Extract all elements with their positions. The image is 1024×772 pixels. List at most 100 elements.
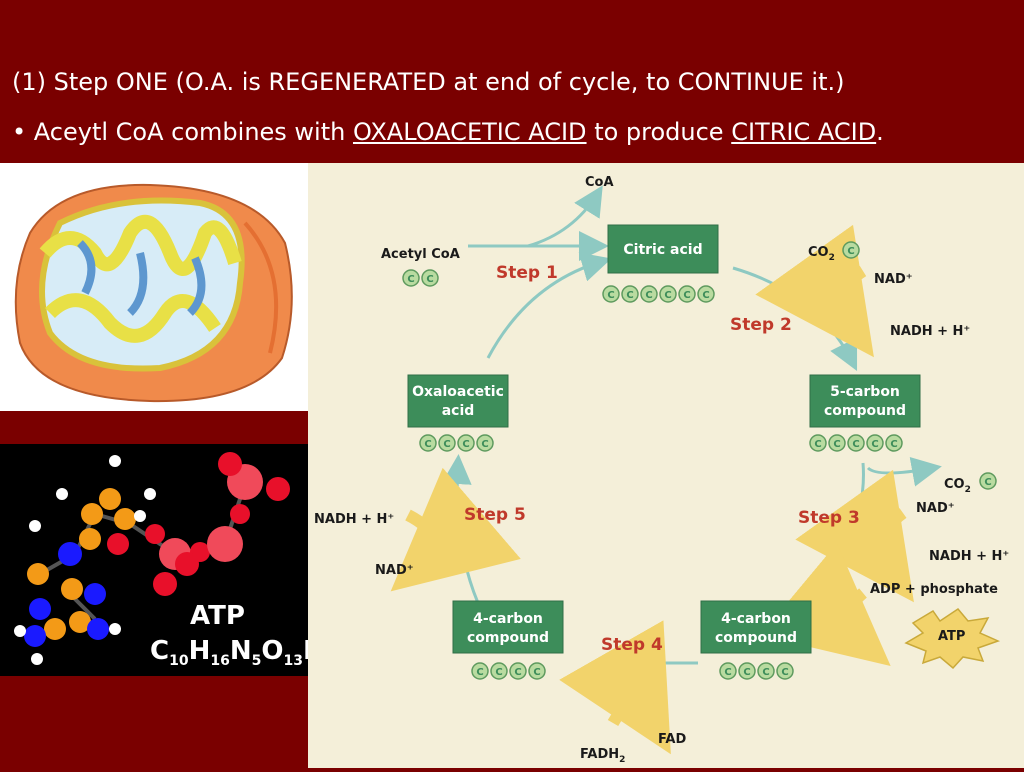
carbon-label: C (495, 667, 502, 678)
carbon-label: C (762, 667, 769, 678)
four-carbon-box-right (700, 600, 812, 654)
oxaloacetic-acid-box (407, 374, 509, 428)
mitochondrion-icon (14, 183, 293, 403)
carbon-atom (847, 434, 865, 452)
bullet-text-end: . (876, 118, 884, 146)
mitochondrion-image (0, 163, 308, 411)
five-carbon-box (809, 374, 921, 428)
atp-formula: C10H16N5O13P3 (150, 636, 308, 669)
five-carbon-label-1: 5-carbon (830, 384, 900, 400)
carbon-label: C (645, 290, 652, 301)
four-carbon-left-label-1: 4-carbon (473, 611, 543, 627)
carbon-label: C (702, 290, 709, 301)
carbon-atom (697, 285, 715, 303)
carbon-label: C (890, 439, 897, 450)
atp-label: ATP (190, 601, 245, 631)
carbon-atom (402, 269, 420, 287)
carbon-label: C (814, 439, 821, 450)
carbon-atom (979, 472, 997, 490)
carbon-label: C (626, 290, 633, 301)
co2-label-right: CO2 (944, 477, 971, 495)
co2-label-top: CO2 (808, 245, 835, 263)
citric-acid-box (607, 224, 719, 274)
carbon-label: C (607, 290, 614, 301)
step-2-label: Step 2 (730, 315, 792, 335)
acetyl-coa-label: Acetyl CoA (381, 247, 460, 262)
carbon-atom (842, 241, 860, 259)
oxaloacetic-label-2: acid (442, 403, 475, 419)
four-carbon-left-label-2: compound (467, 630, 549, 646)
carbon-label: C (424, 439, 431, 450)
carbon-atom (678, 285, 696, 303)
bullet-text-mid: to produce (594, 118, 724, 146)
oxaloacetic-label-1: Oxaloacetic (412, 384, 504, 400)
five-carbon-label-2: compound (824, 403, 906, 419)
carbon-atom (776, 662, 794, 680)
fadh2-label: FADH2 (580, 747, 625, 765)
carbon-atom (866, 434, 884, 452)
carbon-atom (457, 434, 475, 452)
carbon-atom (528, 662, 546, 680)
carbon-atom (621, 285, 639, 303)
slide-title-line: (1) Step ONE (O.A. is REGENERATED at end… (12, 68, 845, 96)
step-3-label: Step 3 (798, 508, 860, 528)
carbon-label: C (443, 439, 450, 450)
carbon-label: C (514, 667, 521, 678)
carbon-atom (809, 434, 827, 452)
step-4-label: Step 4 (601, 635, 663, 655)
step-1-label: Step 1 (496, 263, 558, 283)
carbon-atom (471, 662, 489, 680)
term-citric-acid: CITRIC ACID (731, 118, 877, 146)
carbon-atom (421, 269, 439, 287)
adp-phosphate-label: ADP + phosphate (870, 582, 998, 597)
carbon-atom (490, 662, 508, 680)
carbon-atom (885, 434, 903, 452)
atp-molecule-panel: ATP C10H16N5O13P3 (0, 444, 332, 676)
carbon-atom (828, 434, 846, 452)
nadh-label-left: NADH + H⁺ (314, 512, 394, 527)
carbon-label: C (871, 439, 878, 450)
four-carbon-right-label-2: compound (715, 630, 797, 646)
carbon-label: C (664, 290, 671, 301)
nad-label-right: NAD⁺ (916, 501, 955, 516)
carbon-label: C (743, 667, 750, 678)
carbon-atom (419, 434, 437, 452)
carbon-atom (476, 434, 494, 452)
carbon-label: C (833, 439, 840, 450)
carbon-label: C (462, 439, 469, 450)
carbon-label: C (984, 477, 991, 488)
bullet-text-pre: Aceytl CoA combines with (33, 118, 346, 146)
carbon-atom (719, 662, 737, 680)
carbon-atom (757, 662, 775, 680)
bullet-line: • Aceytl CoA combines with OXALOACETIC A… (12, 118, 884, 146)
carbon-label: C (847, 246, 854, 257)
citric-acid-label: Citric acid (623, 242, 702, 258)
nad-label-top: NAD⁺ (874, 272, 913, 287)
nadh-label-top: NADH + H⁺ (890, 324, 970, 339)
nad-label-left: NAD⁺ (375, 563, 414, 578)
carbon-label: C (781, 667, 788, 678)
fad-label: FAD (658, 732, 686, 747)
carbon-label: C (683, 290, 690, 301)
carbon-atom (659, 285, 677, 303)
carbon-atom (509, 662, 527, 680)
carbon-label: C (426, 274, 433, 285)
carbon-atom (602, 285, 620, 303)
carbon-label: C (852, 439, 859, 450)
carbon-label: C (476, 667, 483, 678)
four-carbon-right-label-1: 4-carbon (721, 611, 791, 627)
nadh-label-right: NADH + H⁺ (929, 549, 1009, 564)
step-5-label: Step 5 (464, 505, 526, 525)
carbon-label: C (481, 439, 488, 450)
carbon-label: C (533, 667, 540, 678)
carbon-atom (438, 434, 456, 452)
carbon-atom (738, 662, 756, 680)
coa-label: CoA (585, 175, 614, 190)
term-oxaloacetic-acid: OXALOACETIC ACID (352, 118, 587, 146)
bullet-glyph: • (12, 118, 27, 146)
title-text: (1) Step ONE (O.A. is REGENERATED at end… (12, 68, 845, 96)
carbon-label: C (724, 667, 731, 678)
atp-starburst-label: ATP (938, 629, 965, 644)
atp-molecule-icon: ATP C10H16N5O13P3 (14, 452, 332, 669)
carbon-label: C (407, 274, 414, 285)
